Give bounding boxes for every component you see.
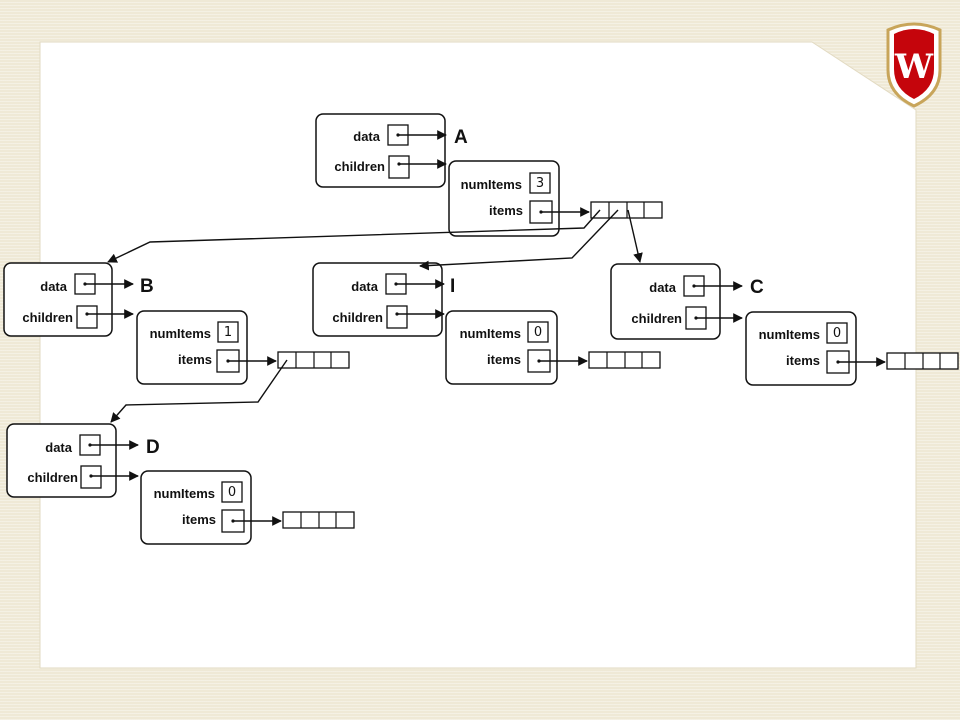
node-a-numitems-value: 3 [536,176,544,191]
node-c-items-array [886,352,959,370]
node-b-array-object: numItems 1 items [136,310,248,385]
node-d-items-array [282,511,355,529]
node-a-children-box [388,155,410,179]
arrow-a-to-b [107,209,601,263]
node-d-numitems-label: numItems [154,486,215,501]
arrow-a-to-c [627,209,643,263]
node-a-numitems-label: numItems [461,177,522,192]
crest-letter: W [894,47,934,87]
node-d-value: D [146,437,160,458]
arrow-b-to-d [110,359,288,423]
node-i-value: I [450,276,455,297]
node-c-data-label: data [649,280,677,295]
node-a: data children [315,113,446,188]
node-i-array-object: numItems 0 items [445,310,558,385]
node-d-items-label: items [182,512,216,527]
node-a-children-label: children [334,159,385,174]
node-i-children-label: children [332,310,383,325]
node-i-numitems-label: numItems [460,326,521,341]
node-a-value: A [454,127,468,148]
node-b-numitems-value: 1 [224,325,232,340]
node-i-items-array [588,351,661,369]
node-c-value: C [750,277,764,298]
node-i-items-label: items [487,352,521,367]
node-d-data-label: data [45,440,73,455]
node-b-numitems-label: numItems [150,326,211,341]
node-a-items-label: items [489,203,523,218]
arrow-a-to-i [419,209,619,271]
node-d-children-label: children [27,470,78,485]
node-a-array-object: numItems 3 items [448,160,560,237]
node-b-data-label: data [40,279,68,294]
node-a-items-array [590,201,663,219]
uw-crest-icon: W [886,22,942,108]
node-b-children-label: children [22,310,73,325]
node-i-numitems-value: 0 [534,325,542,340]
node-b: data children [3,262,113,337]
node-c-items-label: items [786,353,820,368]
node-i-data-label: data [351,279,379,294]
node-c-children-label: children [631,311,682,326]
node-b-items-array [277,351,350,369]
node-d-array-object: numItems 0 items [140,470,252,545]
node-b-value: B [140,276,154,297]
node-b-items-label: items [178,352,212,367]
node-c-numitems-label: numItems [759,327,820,342]
node-c-numitems-value: 0 [833,326,841,341]
node-d-numitems-value: 0 [228,485,236,500]
node-a-data-label: data [353,129,381,144]
node-d: data children [6,423,117,498]
pointer-arrows [85,130,886,526]
pointer-dots [83,133,840,523]
node-i: data children [312,262,443,337]
node-c: data children [610,263,721,340]
node-c-array-object: numItems 0 items [745,311,857,386]
